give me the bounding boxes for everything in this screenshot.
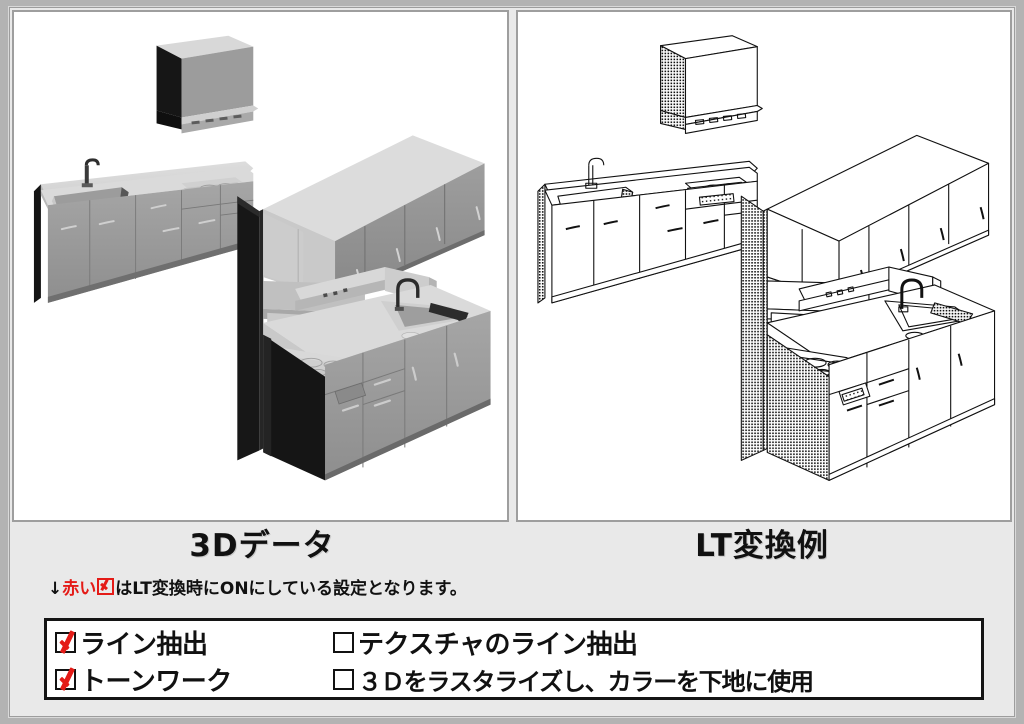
option-label-rasterize-3d: ３Ｄをラスタライズし、カラーを下地に使用 bbox=[358, 668, 814, 696]
lt-lineart-image bbox=[517, 12, 1010, 520]
panel-3d-render bbox=[12, 10, 509, 522]
legend-note-red-text: 赤い bbox=[62, 579, 97, 599]
legend-note-rest: はLT変換時にONにしている設定となります。 bbox=[115, 579, 467, 599]
checkbox-texture-line-extraction[interactable] bbox=[333, 632, 354, 653]
options-row-1: ライン抽出 テクスチャのライン抽出 bbox=[55, 624, 973, 661]
wall-column-lt bbox=[740, 195, 768, 461]
upper-wall-cabinets-lt bbox=[766, 134, 989, 302]
left-counter-unit-3d bbox=[33, 158, 254, 303]
panel-lt-conversion bbox=[515, 10, 1012, 522]
down-arrow-icon: ↓ bbox=[48, 579, 63, 599]
wall-column-3d bbox=[237, 196, 264, 461]
upper-wall-cabinets-3d bbox=[263, 135, 485, 301]
option-label-line-extraction: ライン抽出 bbox=[80, 630, 208, 660]
lower-counter-unit-3d bbox=[263, 266, 491, 481]
option-label-tone-work: トーンワーク bbox=[80, 667, 232, 697]
range-hood-lt bbox=[659, 35, 763, 134]
checkbox-line-extraction[interactable] bbox=[55, 632, 76, 653]
kitchen-3d-svg bbox=[14, 13, 507, 519]
left-counter-unit-lt bbox=[536, 157, 758, 304]
settings-options-box: ライン抽出 テクスチャのライン抽出 トーンワーク ３Ｄをラスタライズし、カラーを… bbox=[44, 618, 984, 700]
comparison-panels bbox=[12, 10, 1012, 522]
panel-captions: 3Dデータ LT変換例 bbox=[12, 524, 1012, 570]
option-tone-work[interactable]: トーンワーク bbox=[55, 661, 333, 698]
checkbox-rasterize-3d[interactable] bbox=[333, 669, 354, 690]
range-hood-3d bbox=[156, 35, 259, 134]
caption-lt-example: LT変換例 bbox=[695, 528, 829, 564]
render-3d-image bbox=[14, 12, 507, 520]
option-line-extraction[interactable]: ライン抽出 bbox=[55, 624, 333, 661]
lower-counter-unit-lt bbox=[766, 266, 995, 481]
options-row-2: トーンワーク ３Ｄをラスタライズし、カラーを下地に使用 bbox=[55, 661, 973, 698]
kitchen-lt-svg bbox=[517, 13, 1010, 519]
option-label-texture-line-extraction: テクスチャのライン抽出 bbox=[358, 630, 638, 660]
caption-3d-data: 3Dデータ bbox=[189, 528, 335, 564]
option-rasterize-3d[interactable]: ３Ｄをラスタライズし、カラーを下地に使用 bbox=[333, 662, 973, 697]
legend-note: ↓赤いはLT変換時にONにしている設定となります。 bbox=[48, 576, 978, 604]
checkbox-tone-work[interactable] bbox=[55, 669, 76, 690]
red-checkbox-icon bbox=[97, 578, 115, 595]
option-texture-line-extraction[interactable]: テクスチャのライン抽出 bbox=[333, 624, 973, 661]
